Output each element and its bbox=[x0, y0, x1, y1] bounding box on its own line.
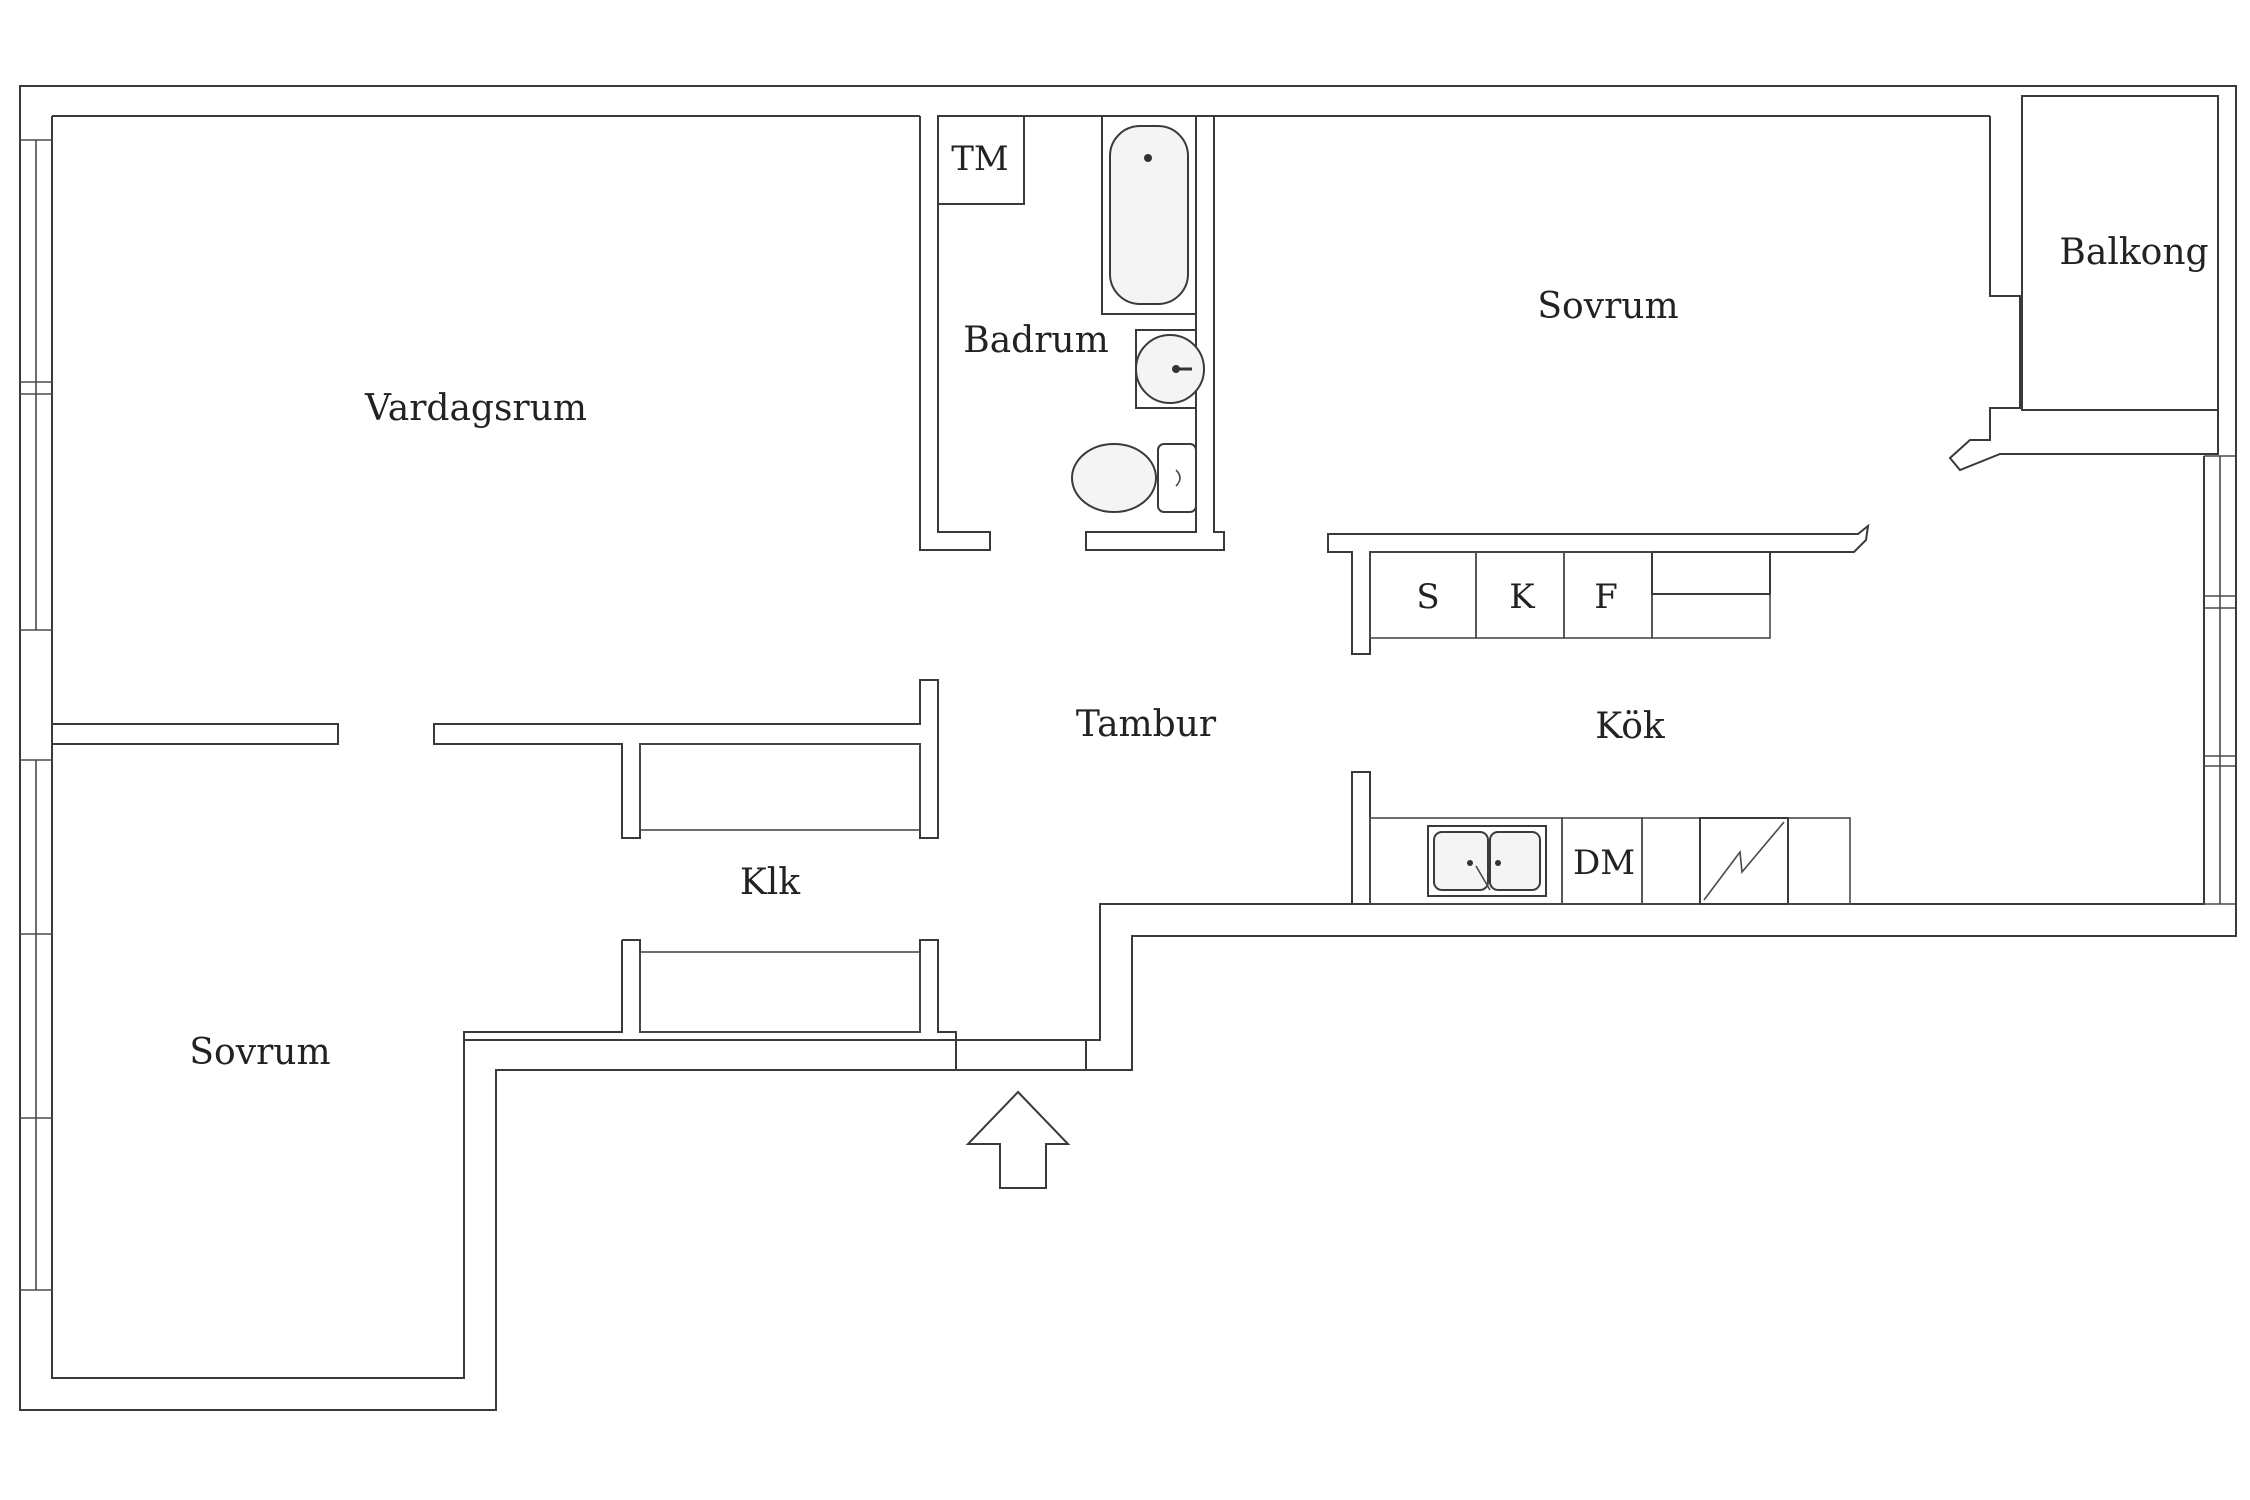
washbasin-icon bbox=[1135, 329, 1205, 409]
closet-lower bbox=[639, 951, 921, 1033]
kitchen-counter-top bbox=[1369, 551, 1771, 639]
entrance-wall bbox=[1085, 904, 1101, 1070]
room-label-sovrum-bottom: Sovrum bbox=[189, 1032, 330, 1073]
bedroom-corridor-wall bbox=[463, 940, 623, 1040]
toilet-icon bbox=[1071, 443, 1197, 513]
tm-cabinet bbox=[937, 115, 1025, 205]
stove-icon bbox=[1699, 817, 1789, 905]
room-label-kok: Kök bbox=[1595, 706, 1666, 747]
entrance-arrow-icon bbox=[965, 1090, 1071, 1189]
appliance-label-f: F bbox=[1594, 577, 1618, 617]
appliance-label-dm: DM bbox=[1573, 843, 1635, 883]
room-label-badrum: Badrum bbox=[963, 320, 1109, 361]
inner-wall-outline bbox=[51, 116, 2205, 1379]
room-label-tm: TM bbox=[951, 139, 1009, 179]
room-label-vardagsrum: Vardagsrum bbox=[364, 388, 587, 429]
balcony-wall bbox=[1948, 95, 2219, 472]
room-label-tambur: Tambur bbox=[1076, 704, 1217, 745]
living-bedroom-wall-right bbox=[433, 679, 939, 839]
closet-lower-wall bbox=[622, 939, 957, 1070]
kitchen-bottom-wall bbox=[1351, 771, 1371, 905]
balcony-outer bbox=[2022, 85, 2237, 936]
kitchen-sink-icon bbox=[1427, 825, 1547, 897]
left-windows bbox=[20, 139, 52, 1291]
appliance-label-s: S bbox=[1416, 577, 1439, 617]
bathtub-icon bbox=[1101, 115, 1197, 315]
room-label-sovrum-top: Sovrum bbox=[1537, 286, 1678, 327]
room-label-klk: Klk bbox=[740, 862, 801, 903]
appliance-label-k: K bbox=[1509, 577, 1535, 617]
bathroom-left-wall bbox=[919, 116, 991, 551]
right-windows bbox=[2204, 455, 2236, 905]
room-label-balkong: Balkong bbox=[2059, 232, 2208, 273]
closet-upper bbox=[639, 743, 921, 831]
living-bedroom-wall-left bbox=[52, 723, 339, 745]
